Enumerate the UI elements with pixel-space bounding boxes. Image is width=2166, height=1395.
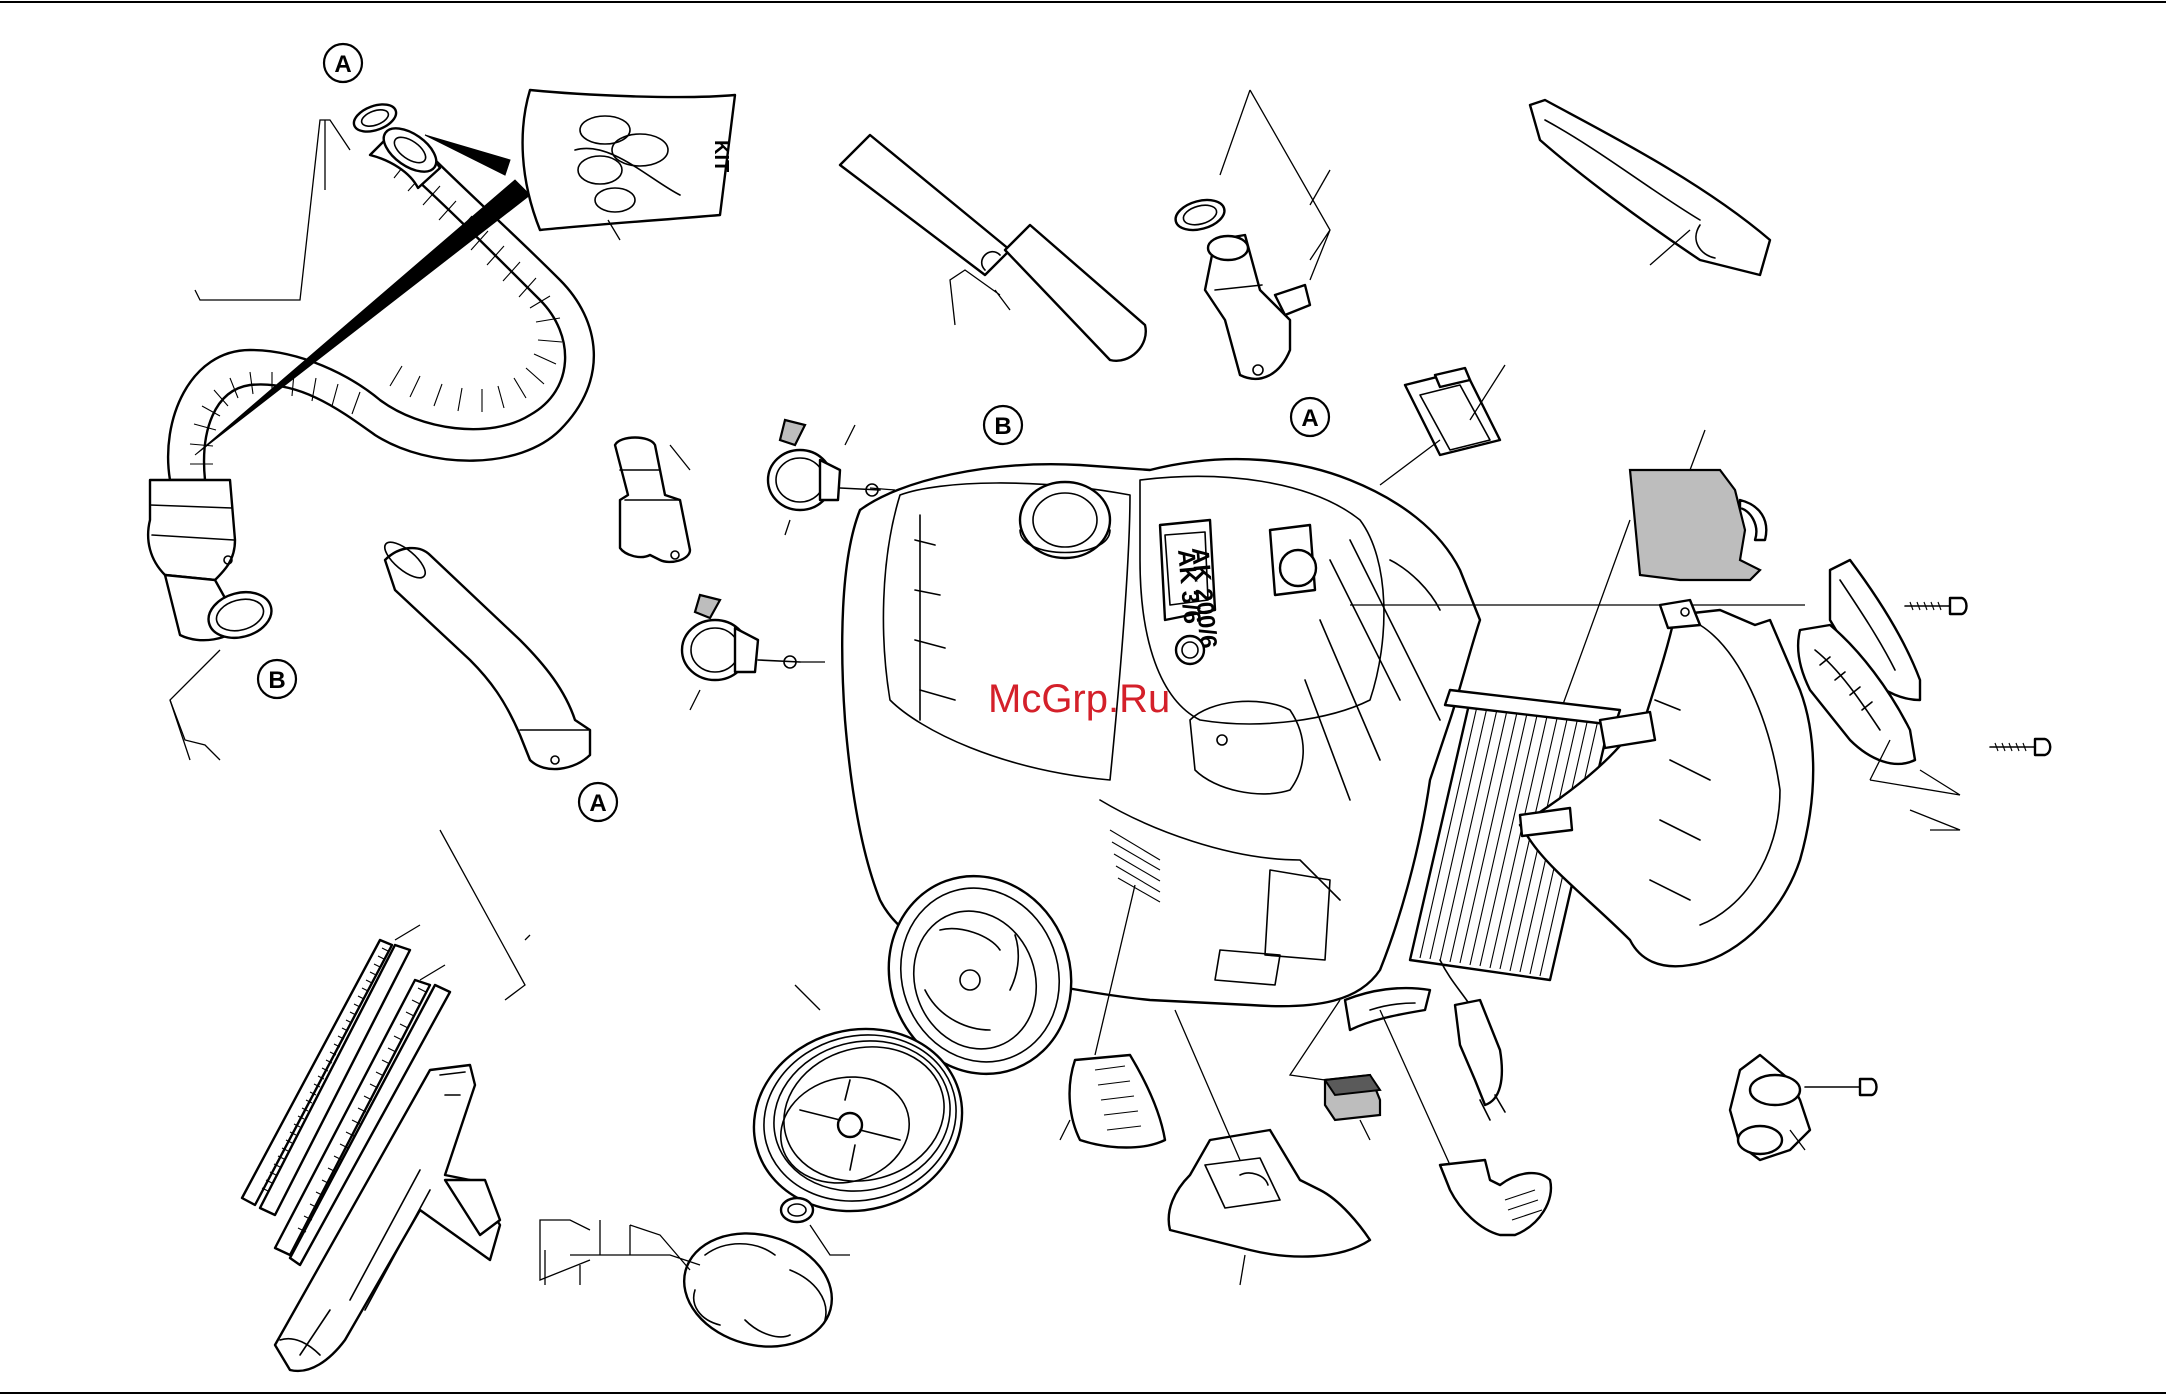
svg-text:B: B	[994, 413, 1011, 440]
nozzle-bracket	[1169, 1130, 1370, 1257]
svg-text:A: A	[1301, 405, 1318, 432]
kit-bag: KIT	[523, 90, 735, 230]
svg-text:A: A	[334, 51, 351, 78]
hose-clamp-bracket	[1730, 1055, 1810, 1160]
svg-text:A: A	[589, 790, 606, 817]
hub-ring	[781, 1198, 813, 1222]
crevice-nozzle	[1530, 100, 1770, 275]
caster-lower	[682, 595, 800, 680]
watermark: McGrp.Ru	[988, 677, 1170, 721]
callout-b-body: B	[984, 406, 1022, 444]
grip-insert	[1070, 1055, 1165, 1148]
clip-part	[1345, 988, 1430, 1030]
extension-tube-upper	[840, 135, 1010, 275]
screw-upper	[1905, 598, 1967, 614]
screw-lower	[1990, 739, 2050, 755]
suction-adapter	[1172, 195, 1310, 379]
callout-a-adapter: A	[1291, 398, 1329, 436]
callout-b-left: B	[258, 660, 296, 698]
svg-text:B: B	[268, 667, 285, 694]
grey-filter-pad	[1630, 470, 1766, 580]
grey-foam-block	[1325, 1075, 1380, 1120]
latch-part	[1440, 1160, 1551, 1235]
bent-tube	[379, 536, 590, 769]
callout-a-top-left: A	[324, 44, 362, 82]
callout-a-bent-tube: A	[579, 783, 617, 821]
caster-upper	[768, 420, 880, 510]
power-plug	[1440, 960, 1505, 1120]
hub-cap	[671, 1217, 844, 1362]
screw-bracket	[1805, 1079, 1877, 1095]
filter-clip	[1405, 368, 1500, 455]
kit-label: KIT	[710, 140, 732, 172]
extension-tube-lower	[1005, 225, 1146, 361]
